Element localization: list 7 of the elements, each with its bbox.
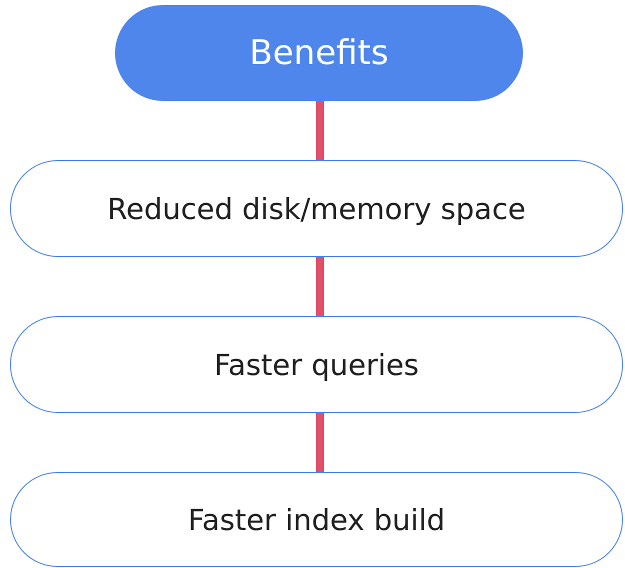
connector-line xyxy=(316,101,324,160)
header-text: Benefits xyxy=(249,33,389,73)
connector-line xyxy=(316,413,324,472)
benefit-text: Faster index build xyxy=(188,502,446,536)
benefit-text: Faster queries xyxy=(214,348,419,382)
benefit-text: Reduced disk/memory space xyxy=(107,192,526,226)
connector-line xyxy=(316,257,324,316)
